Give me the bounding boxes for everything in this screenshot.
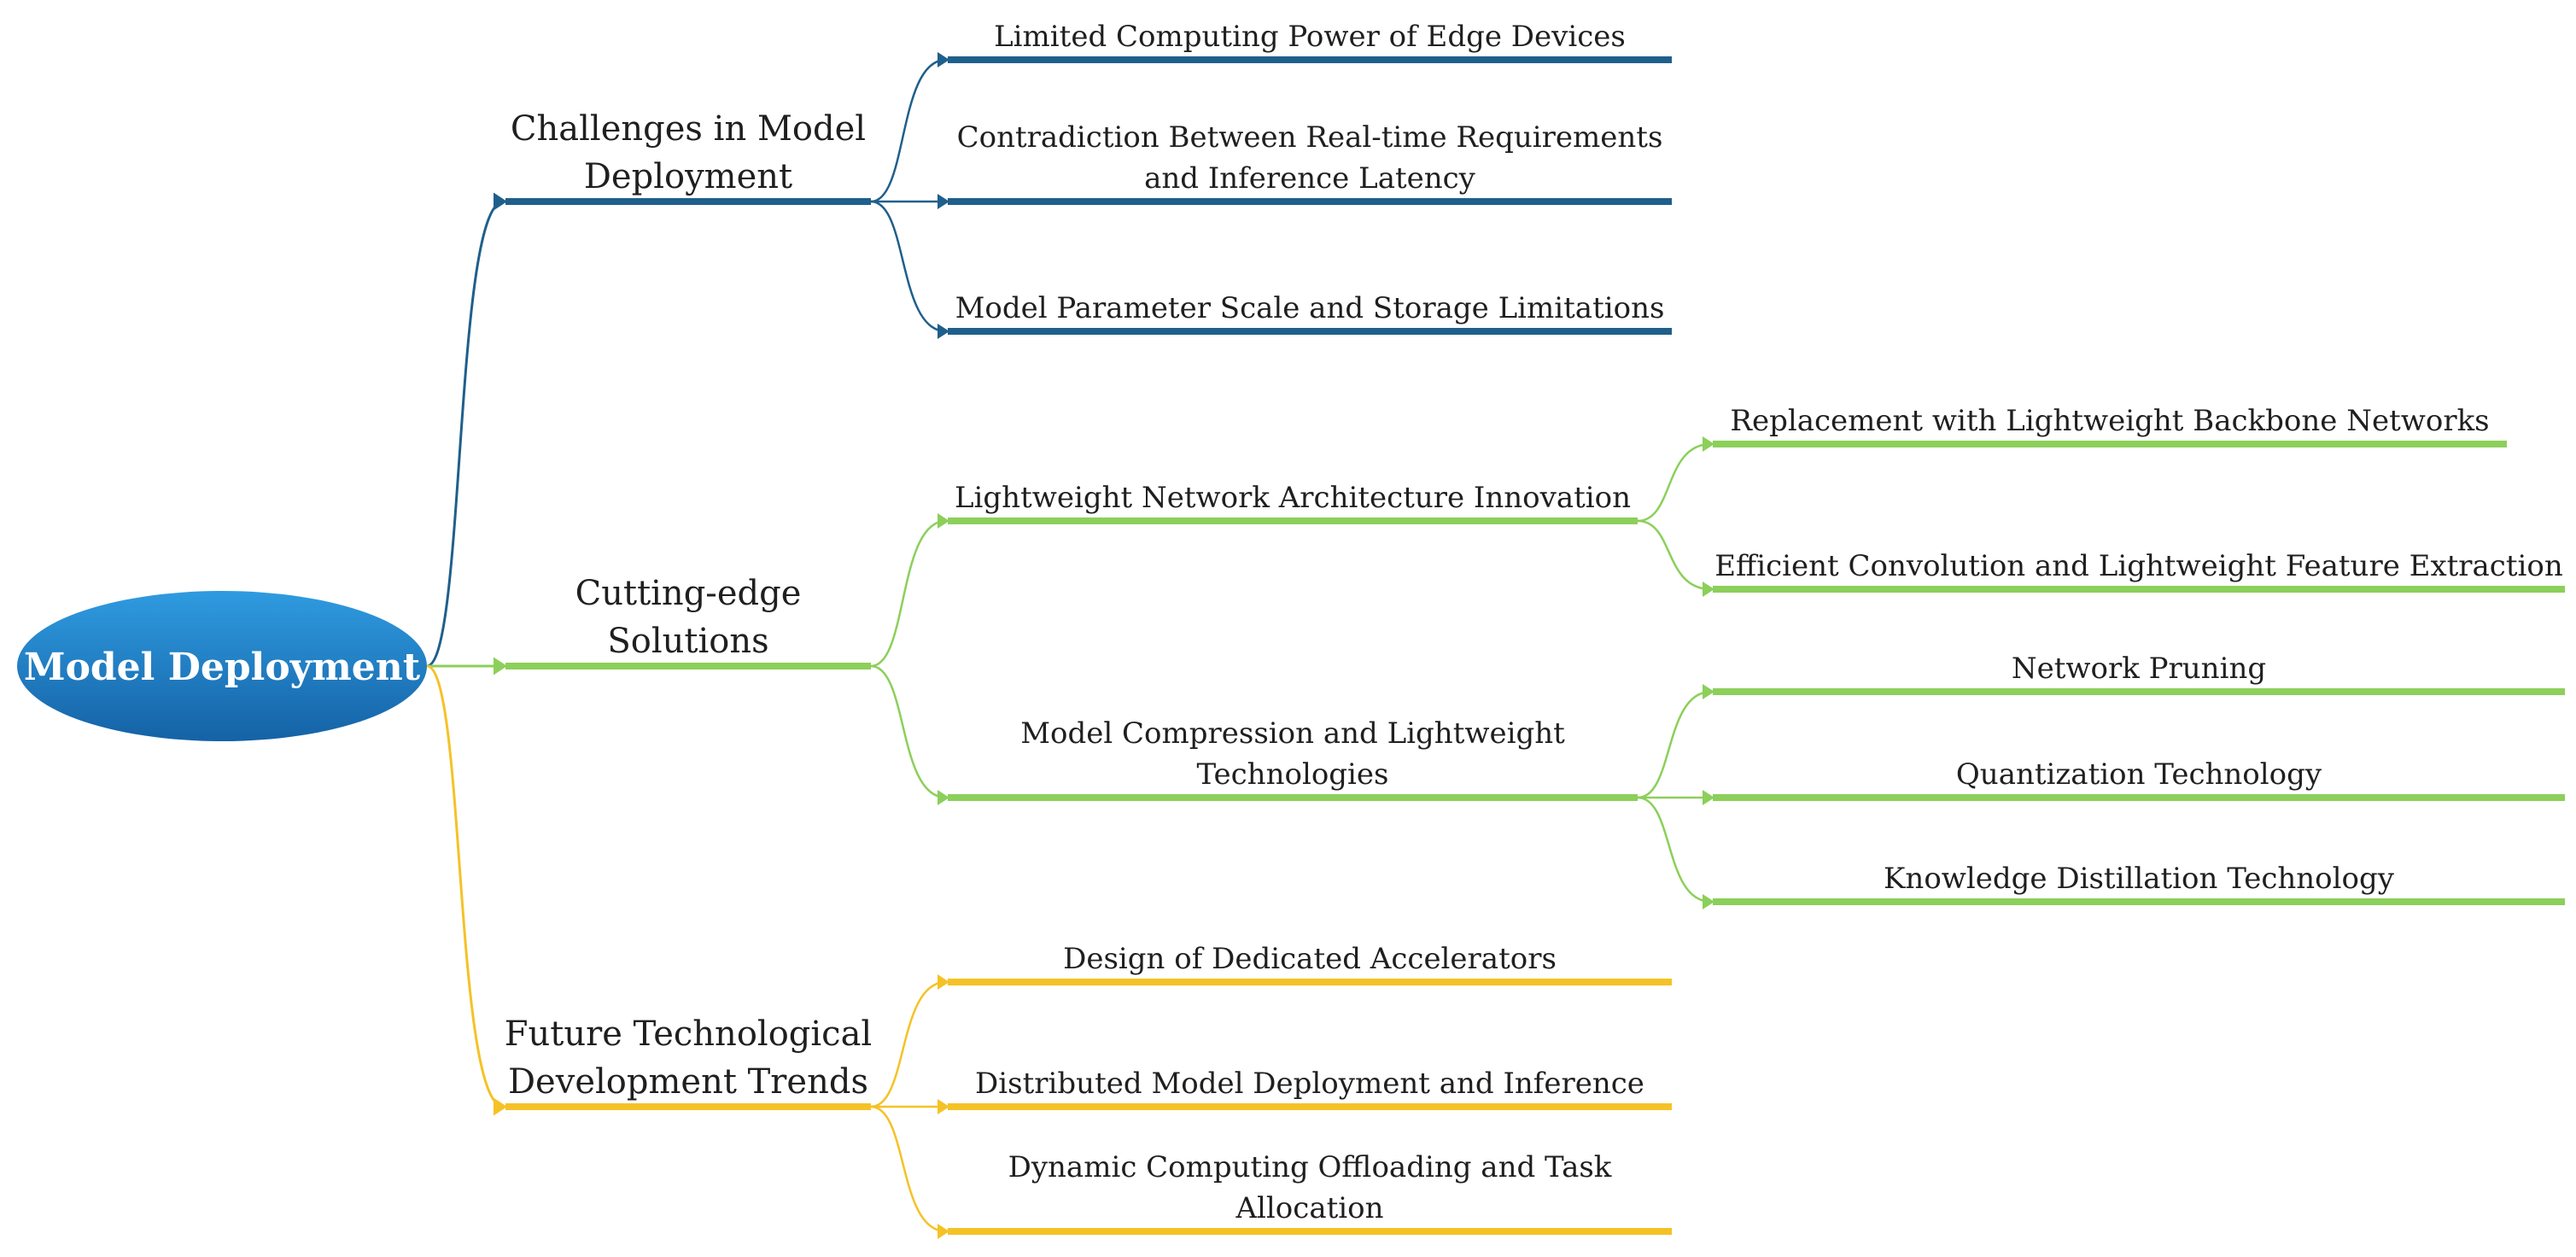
branch-solutions-item-1-sub-2-label-line-1: Efficient Convolution and Lightweight Fe… — [1714, 549, 2563, 583]
branch-solutions-item-2-label-line-1: Model Compression and Lightweight — [1020, 716, 1565, 751]
branch-solutions-item-2-sub-1-connector — [1637, 690, 1712, 799]
branch-solutions-item-1-sub-1-connector — [1637, 442, 1712, 523]
branch-trends-item-3-label-line-2: Allocation — [1235, 1191, 1384, 1225]
branch-solutions-label-line-2: Solutions — [607, 622, 768, 661]
branch-solutions-arrow — [494, 657, 507, 675]
branch-trends-item-3-arrow — [938, 1224, 949, 1239]
branch-trends-item-3-label-line-1: Dynamic Computing Offloading and Task — [1008, 1150, 1612, 1184]
branch-solutions-item-2-sub-2-label-line-1: Quantization Technology — [1956, 757, 2322, 792]
branch-challenges-item-1-connector — [870, 58, 947, 203]
branch-challenges-label-line-2: Deployment — [584, 157, 792, 196]
branch-challenges-item-2-label-line-1: Contradiction Between Real-time Requirem… — [957, 120, 1663, 155]
branch-trends-label-line-2: Development Trends — [508, 1062, 868, 1102]
root-ellipse — [17, 591, 427, 741]
branch-solutions-item-1-sub-1-label-line-1: Replacement with Lightweight Backbone Ne… — [1730, 404, 2489, 438]
root-node: Model Deployment — [17, 591, 427, 741]
branch-solutions-label-line-1: Cutting-edge — [575, 574, 802, 613]
branch-solutions-item-2-sub-3-arrow — [1703, 894, 1714, 909]
branch-solutions-item-2-sub-3-label-line-1: Knowledge Distillation Technology — [1884, 862, 2395, 896]
branch-solutions-item-2-label-line-2: Technologies — [1196, 757, 1388, 792]
branch-trends-arrow — [494, 1097, 507, 1116]
branch-challenges-connector — [426, 200, 505, 668]
branch-solutions-item-1-sub-1-arrow — [1703, 436, 1714, 452]
branch-trends-label-line-1: Future Technological — [505, 1014, 872, 1054]
connector-layer — [426, 52, 1714, 1239]
branch-challenges-item-3-label-line-1: Model Parameter Scale and Storage Limita… — [955, 291, 1665, 325]
branch-challenges-item-1-label-line-1: Limited Computing Power of Edge Devices — [994, 20, 1626, 54]
branch-solutions-item-2-arrow — [938, 790, 949, 805]
branch-solutions-item-1-sub-2-arrow — [1703, 582, 1714, 597]
branch-solutions-item-2-sub-2-arrow — [1703, 790, 1714, 805]
branch-trends-item-2-label-line-1: Distributed Model Deployment and Inferen… — [975, 1067, 1644, 1101]
branch-solutions-item-1-arrow — [938, 513, 949, 529]
branch-trends-item-1-connector — [870, 980, 947, 1108]
branch-trends-item-3-connector — [870, 1105, 947, 1233]
branch-challenges-label-line-1: Challenges in Model — [511, 109, 866, 149]
branch-trends-item-1-label-line-1: Design of Dedicated Accelerators — [1063, 942, 1557, 976]
branch-solutions-item-2-sub-1-arrow — [1703, 684, 1714, 699]
branch-solutions-item-1-label-line-1: Lightweight Network Architecture Innovat… — [955, 481, 1631, 515]
branch-challenges-item-3-arrow — [938, 324, 949, 339]
branch-challenges-arrow — [494, 192, 507, 211]
branch-trends-connector — [426, 664, 505, 1108]
branch-challenges-item-3-connector — [870, 200, 947, 333]
branch-challenges-item-2-label-line-2: and Inference Latency — [1144, 161, 1476, 196]
branch-challenges-item-1-arrow — [938, 52, 949, 67]
branch-challenges-item-2-arrow — [938, 194, 949, 209]
root-label: Model Deployment — [24, 646, 421, 689]
branch-trends-item-2-arrow — [938, 1099, 949, 1114]
branch-trends-item-1-arrow — [938, 974, 949, 990]
branch-solutions-item-1-sub-2-connector — [1637, 519, 1712, 591]
branch-solutions-item-2-sub-1-label-line-1: Network Pruning — [2012, 652, 2266, 686]
branch-solutions-item-2-sub-3-connector — [1637, 796, 1712, 903]
branch-solutions-item-1-connector — [870, 519, 947, 668]
branch-solutions-item-2-connector — [870, 664, 947, 799]
